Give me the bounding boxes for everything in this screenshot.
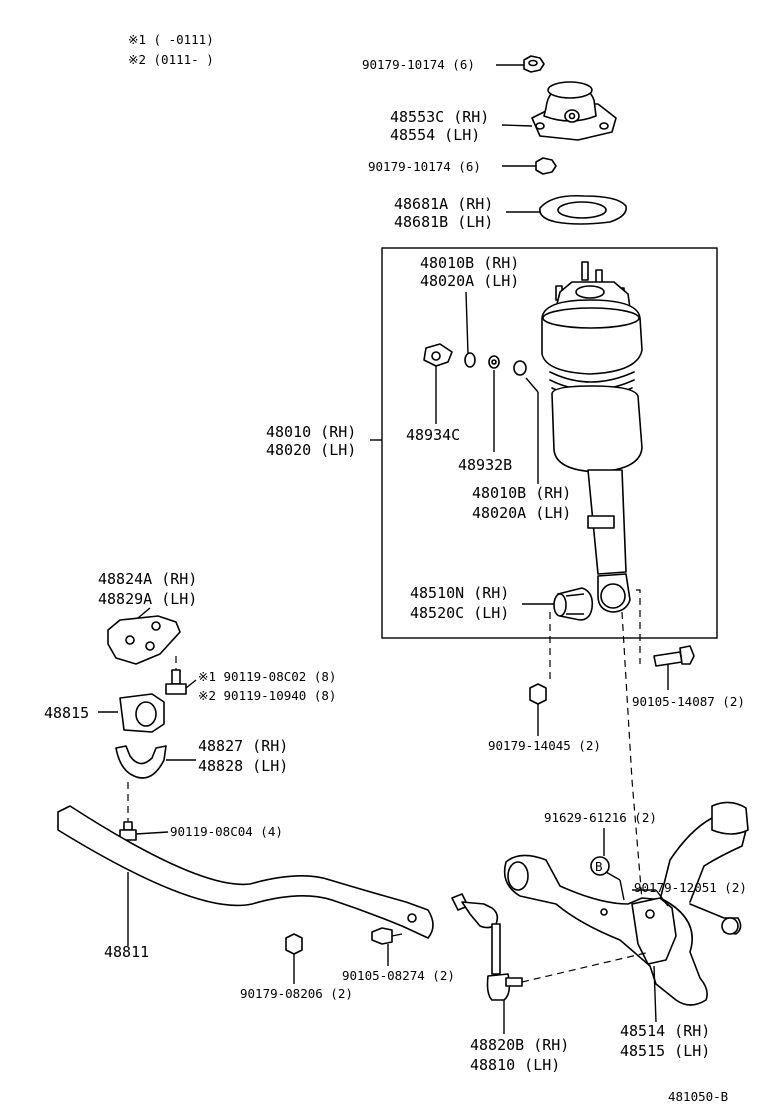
label-spacer-lh: 48681B (LH) xyxy=(394,213,493,231)
stabilizer-clamp-icon xyxy=(115,745,196,779)
washer-icon xyxy=(488,355,500,452)
nut-link-icon xyxy=(285,933,303,984)
stabilizer-link-icon xyxy=(451,893,523,1034)
label-clip: 48934C xyxy=(406,426,460,444)
nut-arm-leader xyxy=(655,889,669,907)
note-1: ※1 ( -0111) xyxy=(128,32,214,47)
marker-b-circle xyxy=(590,856,610,876)
label-bracket-lh: 48829A (LH) xyxy=(98,590,197,608)
dash-link-arm xyxy=(521,951,651,983)
stabilizer-bracket-icon xyxy=(107,607,181,665)
label-assy-rh: 48010 (RH) xyxy=(266,423,356,441)
dash-strut-arm xyxy=(621,611,643,901)
label-bracket-rh: 48824A (RH) xyxy=(98,570,197,588)
label-stab-bush: 48815 xyxy=(44,704,89,722)
stabilizer-bushing-icon xyxy=(98,693,165,733)
label-oring-top-rh: 48010B (RH) xyxy=(420,254,519,272)
bracket-bolt-icon xyxy=(165,656,197,695)
label-nut-top: 90179-10174 (6) xyxy=(362,57,475,72)
label-link-lh: 48810 (LH) xyxy=(470,1056,560,1074)
label-bolt-stab: 90119-08C04 (4) xyxy=(170,824,283,839)
bushing-icon xyxy=(522,587,594,621)
label-support-rh: 48553C (RH) xyxy=(390,108,489,126)
bolt-arm-icon xyxy=(590,828,625,901)
nut-mid-icon xyxy=(502,157,557,175)
label-support-lh: 48554 (LH) xyxy=(390,126,480,144)
label-oring-top-lh: 48020A (LH) xyxy=(420,272,519,290)
label-spacer-rh: 48681A (RH) xyxy=(394,195,493,213)
label-bolt-link: 90105-08274 (2) xyxy=(342,968,455,983)
label-oring-low-lh: 48020A (LH) xyxy=(472,504,571,522)
stabilizer-bolt-icon xyxy=(119,782,169,841)
bolt-lower-icon xyxy=(653,645,695,690)
label-nut-link: 90179-08206 (2) xyxy=(240,986,353,1001)
bolt-link-icon xyxy=(371,927,403,966)
marker-b: B xyxy=(595,859,603,874)
label-nut-arm: 90179-12051 (2) xyxy=(634,880,747,895)
label-stab-bracket-lh: 48828 (LH) xyxy=(198,757,288,775)
label-bolt-lower: 90105-14087 (2) xyxy=(632,694,745,709)
label-assy-lh: 48020 (LH) xyxy=(266,441,356,459)
lower-arm-icon xyxy=(503,801,749,1023)
label-stab-bar: 48811 xyxy=(104,943,149,961)
label-washer: 48932B xyxy=(458,456,512,474)
o-ring-lower-icon xyxy=(513,360,539,484)
label-nut-mid: 90179-10174 (6) xyxy=(368,159,481,174)
suspension-support-icon xyxy=(501,81,617,141)
label-oring-low-rh: 48010B (RH) xyxy=(472,484,571,502)
label-arm-lh: 48515 (LH) xyxy=(620,1042,710,1060)
label-stab-bracket-rh: 48827 (RH) xyxy=(198,737,288,755)
label-bolt-arm: 91629-61216 (2) xyxy=(544,810,657,825)
figure-code: 481050-B xyxy=(668,1089,728,1104)
label-bush-lh: 48520C (LH) xyxy=(410,604,509,622)
label-arm-rh: 48514 (RH) xyxy=(620,1022,710,1040)
spacer-plate-icon xyxy=(506,194,627,225)
stabilizer-bar-icon xyxy=(57,805,434,946)
note-2: ※2 (0111- ) xyxy=(128,52,214,67)
nut-lower-icon xyxy=(529,683,547,736)
o-ring-upper-icon xyxy=(464,291,476,368)
clip-icon xyxy=(423,343,453,424)
label-link-rh: 48820B (RH) xyxy=(470,1036,569,1054)
air-strut-icon xyxy=(541,261,643,613)
nut-top-icon xyxy=(496,55,545,73)
dash-bolt-lower xyxy=(636,589,641,664)
label-nut-lower: 90179-14045 (2) xyxy=(488,738,601,753)
label-bush-rh: 48510N (RH) xyxy=(410,584,509,602)
label-bolt-note2: ※2 90119-10940 (8) xyxy=(198,688,336,703)
label-bolt-note1: ※1 90119-08C02 (8) xyxy=(198,669,336,684)
